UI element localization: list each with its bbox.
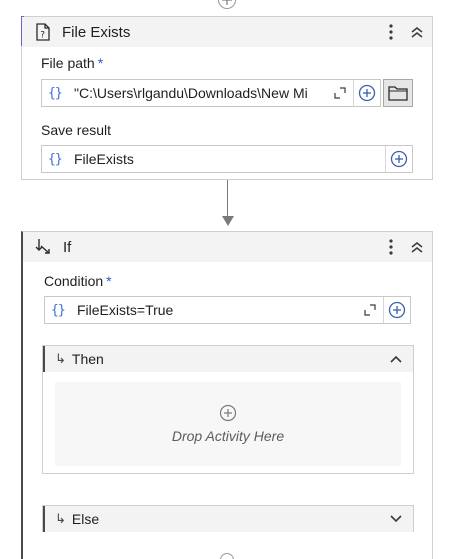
- save-result-field[interactable]: {} FileExists: [41, 145, 413, 173]
- file-path-label: File path*: [41, 55, 104, 71]
- collapse-icon[interactable]: [406, 21, 428, 43]
- sequence-connector-line: [227, 180, 228, 218]
- required-marker: *: [97, 55, 104, 71]
- branch-arrow-icon: ↳: [55, 511, 66, 526]
- file-exists-activity-card[interactable]: ? File Exists File path*: [21, 16, 433, 180]
- more-options-icon[interactable]: [380, 21, 402, 43]
- more-options-icon[interactable]: [380, 236, 402, 258]
- collapse-icon[interactable]: [406, 236, 428, 258]
- required-marker: *: [106, 273, 112, 289]
- plus-circle-icon[interactable]: [354, 80, 380, 106]
- if-branch-icon: [35, 238, 53, 256]
- file-path-value[interactable]: "C:\Users\rlgandu\Downloads\New Mi: [74, 85, 308, 101]
- condition-label: Condition*: [44, 273, 112, 289]
- svg-text:?: ?: [40, 31, 45, 41]
- if-activity-card[interactable]: If Condition* {} FileExists=True: [21, 231, 433, 559]
- expand-editor-icon[interactable]: [357, 297, 383, 323]
- condition-value[interactable]: FileExists=True: [77, 302, 174, 318]
- connector-arrow-icon: [222, 216, 234, 226]
- browse-folder-button[interactable]: [383, 79, 413, 107]
- file-question-icon: ?: [34, 23, 52, 41]
- condition-field[interactable]: {} FileExists=True: [44, 296, 411, 324]
- expression-braces-icon: {}: [48, 85, 63, 101]
- then-section[interactable]: ↳ Then Drop Activity Here: [42, 345, 414, 474]
- plus-circle-icon[interactable]: [219, 404, 237, 422]
- then-section-header[interactable]: ↳ Then: [43, 346, 413, 372]
- save-result-value[interactable]: FileExists: [74, 151, 134, 167]
- plus-circle-icon[interactable]: [386, 146, 412, 172]
- expand-editor-icon[interactable]: [327, 80, 353, 106]
- activity-title: File Exists: [62, 23, 131, 41]
- else-section[interactable]: ↳ Else: [42, 505, 414, 532]
- activity-header[interactable]: ? File Exists: [22, 17, 432, 47]
- plus-icon: [222, 0, 232, 5]
- drop-activity-zone[interactable]: Drop Activity Here: [55, 382, 401, 466]
- expression-braces-icon: {}: [48, 151, 63, 167]
- save-result-label: Save result: [41, 122, 112, 138]
- activity-title: If: [63, 238, 72, 256]
- expression-braces-icon: {}: [51, 302, 66, 318]
- else-section-header[interactable]: ↳ Else: [43, 506, 413, 532]
- else-title: Else: [71, 511, 100, 527]
- drop-activity-text: Drop Activity Here: [171, 428, 285, 444]
- folder-icon: [388, 86, 408, 101]
- chevron-down-icon[interactable]: [385, 508, 407, 530]
- then-title: Then: [71, 351, 104, 367]
- activity-header[interactable]: If: [23, 232, 432, 262]
- plus-circle-icon[interactable]: [384, 297, 410, 323]
- add-activity-button-top[interactable]: [218, 0, 236, 9]
- branch-arrow-icon: ↳: [55, 351, 66, 366]
- file-path-field[interactable]: {} "C:\Users\rlgandu\Downloads\New Mi: [41, 79, 381, 107]
- chevron-up-icon[interactable]: [385, 348, 407, 370]
